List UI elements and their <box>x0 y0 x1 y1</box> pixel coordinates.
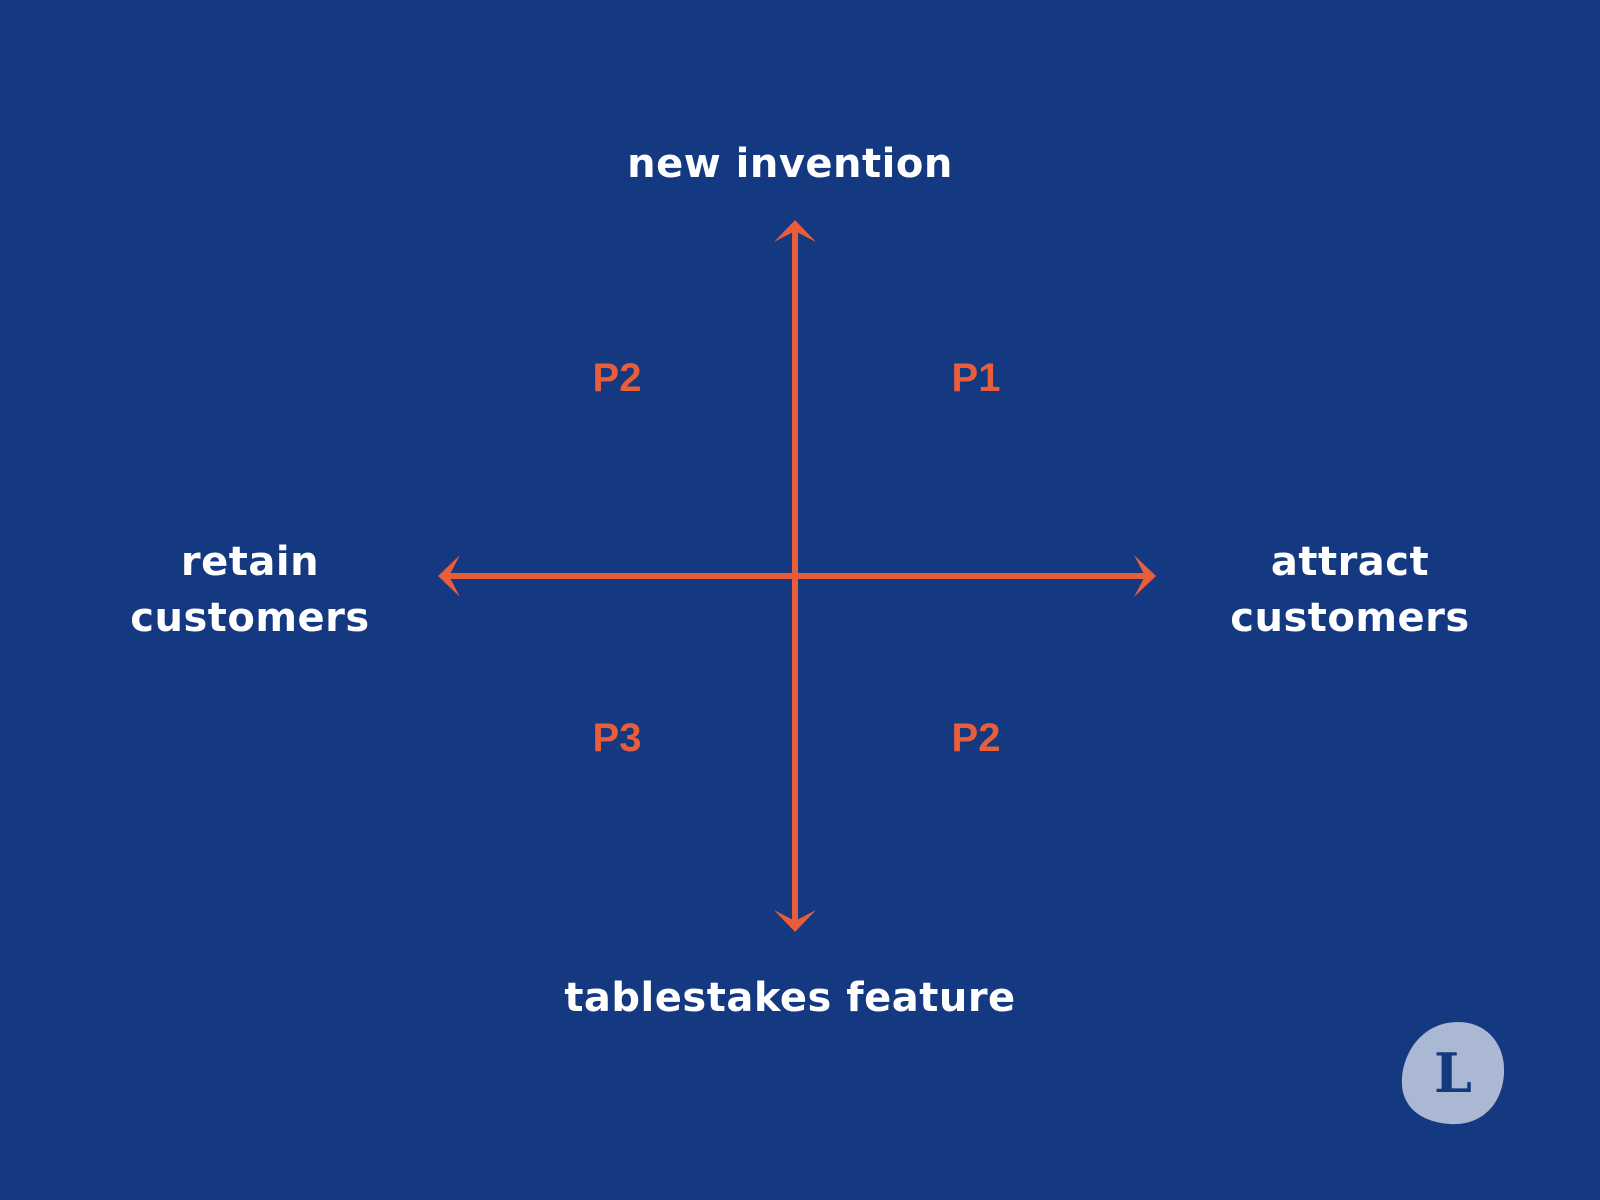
axis-label-left-line2: customers <box>130 595 370 641</box>
axis-label-right: attract customers <box>1200 534 1500 646</box>
axis-label-left: retain customers <box>100 534 400 646</box>
logo: L <box>1400 1020 1506 1126</box>
logo-letter: L <box>1434 1041 1472 1105</box>
arrow-down-icon <box>774 910 816 932</box>
quadrant-bottom-right-priority: P2 <box>951 716 1001 760</box>
axis-label-left-line1: retain <box>180 539 320 585</box>
arrow-right-icon <box>1134 555 1156 597</box>
axis-label-right-line1: attract <box>1270 539 1430 585</box>
arrow-up-icon <box>774 220 816 242</box>
axis-label-top: new invention <box>627 141 953 187</box>
quadrant-top-left-priority: P2 <box>592 356 642 400</box>
axis-label-bottom: tablestakes feature <box>564 975 1016 1021</box>
logo-blob-icon <box>1401 1022 1505 1125</box>
quadrant-bottom-left-priority: P3 <box>592 716 642 760</box>
arrow-left-icon <box>438 555 460 597</box>
quadrant-top-right-priority: P1 <box>951 356 1001 400</box>
axis-label-right-line2: customers <box>1230 595 1470 641</box>
